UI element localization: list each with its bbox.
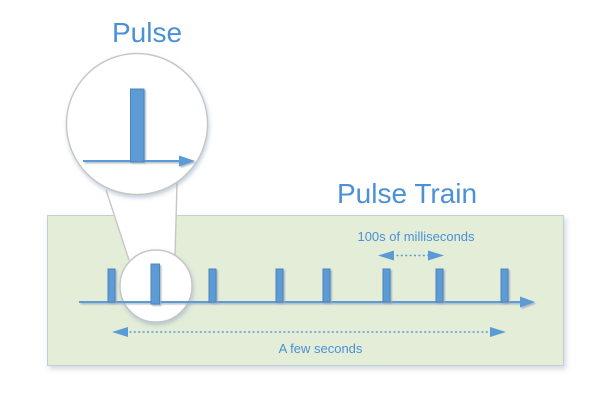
funnel-body [106, 183, 177, 260]
pulse-bar [500, 268, 509, 303]
pulse-bar [208, 268, 217, 303]
funnel-right-edge [174, 182, 178, 258]
interval-label: 100s of milliseconds [357, 229, 475, 244]
pulse-bar [322, 268, 331, 303]
duration-arrow-left-head [112, 327, 128, 337]
pulse-train-pulses [107, 263, 509, 305]
pulse-detail-axis-arrowhead [179, 155, 195, 167]
pulse-detail-group [65, 52, 209, 196]
duration-label: A few seconds [278, 341, 363, 356]
pulse-bar [107, 268, 116, 303]
pulse-bar [435, 268, 444, 303]
pulse-bar [382, 268, 391, 303]
interval-arrow-right-head [428, 250, 444, 261]
magnifier-funnel [105, 182, 178, 261]
duration-arrow [112, 327, 506, 337]
pulse-title: Pulse [112, 17, 183, 48]
pulse-bar-magnified [150, 263, 160, 305]
pulse-detail-bar [130, 88, 145, 163]
funnel-left-edge [105, 189, 130, 261]
pulse-train-title: Pulse Train [337, 178, 478, 209]
duration-arrow-right-head [490, 327, 506, 337]
pulse-bar [275, 268, 284, 303]
pulse-train-axis-arrowhead [520, 296, 535, 308]
interval-arrow-left-head [378, 250, 394, 261]
interval-arrow [378, 250, 444, 261]
